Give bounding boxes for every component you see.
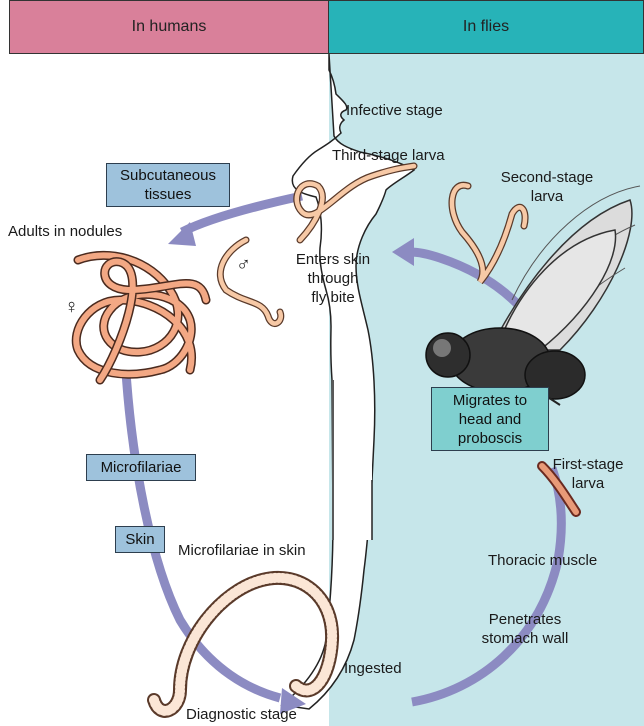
header-flies: In flies [329,0,644,54]
box-subcutaneous-tissues: Subcutaneous tissues [106,163,230,207]
label-third-stage-larva: Third-stage larva [332,146,445,165]
box-migrates-line3: proboscis [458,429,522,448]
box-migrates-line2: head and [459,410,522,429]
label-penetrates-line1: Penetrates [460,610,590,629]
male-symbol: ♂ [236,254,251,277]
box-skin: Skin [115,526,165,553]
label-enters-skin: Enters skin through fly bite [278,250,388,307]
label-penetrates: Penetrates stomach wall [460,610,590,648]
label-thoracic-muscle: Thoracic muscle [488,551,597,570]
label-infective-stage: Infective stage [346,101,443,120]
female-symbol: ♀ [64,296,79,319]
box-subcutaneous-line2: tissues [145,185,192,204]
box-migrates-line1: Migrates to [453,391,527,410]
label-enters-line3: fly bite [278,288,388,307]
adult-worms [76,255,206,380]
header-humans: In humans [9,0,329,54]
label-enters-line2: through [278,269,388,288]
label-first-stage-line1: First-stage [538,455,638,474]
label-second-stage-line1: Second-stage [492,168,602,187]
label-second-stage-larva: Second-stage larva [492,168,602,206]
label-diagnostic-stage: Diagnostic stage [186,705,297,724]
label-second-stage-line2: larva [492,187,602,206]
box-migrates: Migrates to head and proboscis [431,387,549,451]
label-microfilariae-in-skin: Microfilariae in skin [178,541,306,560]
label-penetrates-line2: stomach wall [460,629,590,648]
label-ingested: Ingested [344,659,402,678]
label-adults-in-nodules: Adults in nodules [8,222,122,241]
label-first-stage-line2: larva [538,474,638,493]
box-microfilariae: Microfilariae [86,454,196,481]
box-subcutaneous-line1: Subcutaneous [120,166,216,185]
label-first-stage-larva: First-stage larva [538,455,638,493]
label-enters-line1: Enters skin [278,250,388,269]
